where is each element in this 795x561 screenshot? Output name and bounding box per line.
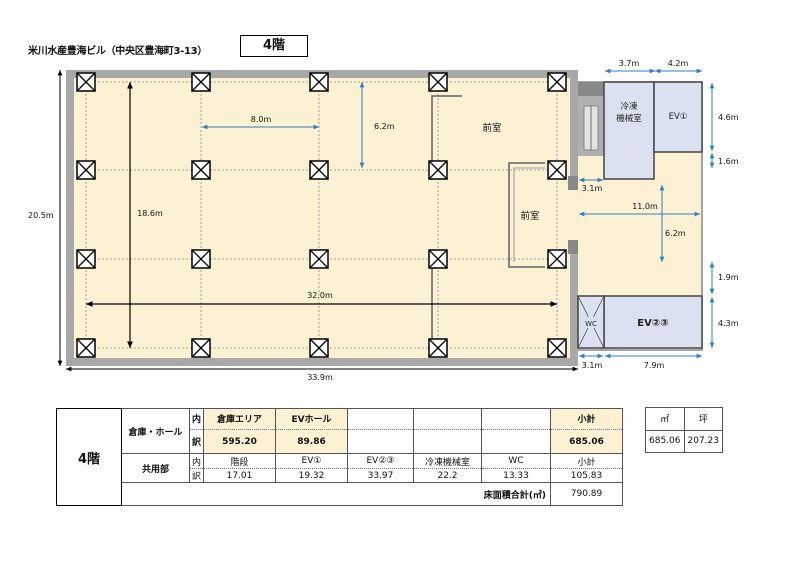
wall-stub-b: [568, 240, 578, 254]
wall-opening-upper: [569, 190, 579, 240]
room-freezer-line2: 機械室: [616, 113, 642, 124]
dim-overall-height: 20.5m: [28, 211, 54, 220]
common-value-1: 19.32: [275, 467, 348, 484]
floor-area: [74, 78, 570, 358]
table-floor: 4階: [56, 408, 122, 506]
wh-value-5: 685.06: [550, 428, 623, 455]
dim-right-h1: 4.6m: [718, 113, 739, 122]
common-value-2: 33.97: [347, 467, 414, 484]
column-0-2: [309, 72, 329, 92]
common-header-3: 冷凍機械室: [413, 453, 482, 469]
room-anteroom-2: 前室: [520, 210, 539, 222]
value-m2: 685.06: [645, 429, 685, 453]
dim-right-h2: 1.6m: [718, 157, 739, 166]
column-1-2: [309, 160, 329, 180]
column-3-3: [428, 338, 448, 358]
wh-value-2: [347, 428, 414, 455]
wh-value-3: [413, 428, 482, 455]
dim-core-width: 11.0m: [632, 202, 658, 211]
common-value-3: 22.2: [413, 467, 482, 484]
naiyaku-1: 内: [189, 408, 204, 430]
column-2-2: [309, 249, 329, 269]
column-2-1: [191, 249, 211, 269]
column-1-3: [428, 160, 448, 180]
column-1-1: [191, 160, 211, 180]
dimensions: [57, 68, 715, 372]
dim-bay-y: 6.2m: [374, 122, 395, 131]
column-3-2: [309, 338, 329, 358]
common-header-0: 階段: [203, 453, 276, 469]
dim-core-height: 6.2m: [665, 229, 686, 238]
unit-m2: ㎡: [645, 407, 685, 431]
wh-header-4: [481, 408, 551, 430]
wh-header-3: [413, 408, 482, 430]
partition-anteroom-2-inner: [513, 167, 545, 262]
area-table: 4階 倉庫・ホール 内 倉庫エリア EVホール 小計 訳 595.20 89.8…: [56, 407, 623, 506]
dim-inner-height: 18.6m: [137, 209, 163, 218]
room-freezer-line1: 冷凍: [620, 101, 638, 112]
partition-anteroom-1: [431, 95, 462, 180]
group-common: 共用部: [121, 453, 190, 484]
dim-mid-w: 3.1m: [582, 184, 603, 193]
common-header-2: EV②③: [347, 453, 414, 469]
common-header-4: WC: [481, 453, 551, 469]
dim-right-w1: 3.7m: [619, 59, 640, 68]
dim-overall-width: 33.9m: [307, 373, 333, 382]
column-3-4: [547, 338, 567, 358]
partition-anteroom-2: [508, 162, 545, 268]
dim-right-h4: 4.3m: [718, 319, 739, 328]
column-1-4: [547, 160, 567, 180]
naiyaku-2: 訳: [189, 428, 204, 455]
naiyaku-4: 訳: [189, 467, 204, 484]
column-2-4: [547, 249, 567, 269]
column-3-0: [76, 338, 96, 358]
column-3-1: [191, 338, 211, 358]
dim-right-h3: 1.9m: [718, 273, 739, 282]
room-wc: WC: [585, 320, 597, 328]
common-value-0: 17.01: [203, 467, 276, 484]
dim-bay-x: 8.0m: [251, 115, 272, 124]
column-2-0: [76, 249, 96, 269]
room-ev23: EV②③: [637, 318, 669, 329]
building-title: 米川水産豊海ビル（中央区豊海町3-13）: [28, 46, 208, 57]
wc-label-bg: [581, 317, 601, 328]
naiyaku-3: 内: [189, 453, 204, 469]
column-0-1: [191, 72, 211, 92]
total-value: 790.89: [550, 482, 623, 506]
annex-wall-top: [578, 82, 604, 96]
dim-inner-width: 32.0m: [307, 291, 333, 300]
wh-header-1: EVホール: [275, 408, 348, 430]
unit-tsubo: 坪: [683, 407, 723, 431]
freezer-room: [603, 81, 655, 180]
dim-right-w2: 4.2m: [668, 59, 689, 68]
column-0-0: [76, 72, 96, 92]
wh-header-5: 小計: [550, 408, 623, 430]
column-0-4: [547, 72, 567, 92]
total-label: 床面積合計(㎡): [121, 482, 551, 506]
group-warehouse: 倉庫・ホール: [121, 407, 190, 455]
column-1-0: [76, 160, 96, 180]
tsubo-table: ㎡ 坪 685.06 207.23: [645, 407, 723, 453]
common-header-1: EV①: [275, 453, 348, 469]
common-value-4: 13.33: [481, 467, 551, 484]
wall-stub-a: [568, 176, 578, 190]
dim-bottom-w2: 7.9m: [644, 361, 665, 370]
dim-bottom-w1: 3.1m: [582, 361, 603, 370]
room-ev1: EV①: [669, 112, 688, 122]
column-2-3: [428, 249, 448, 269]
common-value-5: 105.83: [550, 467, 623, 484]
room-anteroom-1: 前室: [482, 122, 501, 134]
common-header-5: 小計: [550, 453, 623, 469]
floor-plan: 冷凍 機械室 EV① EV②③ WC: [28, 59, 739, 382]
wh-value-0: 595.20: [203, 428, 276, 455]
wh-value-1: 89.86: [275, 428, 348, 455]
value-tsubo: 207.23: [683, 429, 723, 453]
floor-label: 4階: [240, 35, 308, 57]
wh-header-2: [347, 408, 414, 430]
ev1-room: [653, 81, 703, 153]
columns: [76, 72, 567, 358]
column-0-3: [428, 72, 448, 92]
wh-header-0: 倉庫エリア: [203, 408, 276, 430]
wh-value-4: [481, 428, 551, 455]
